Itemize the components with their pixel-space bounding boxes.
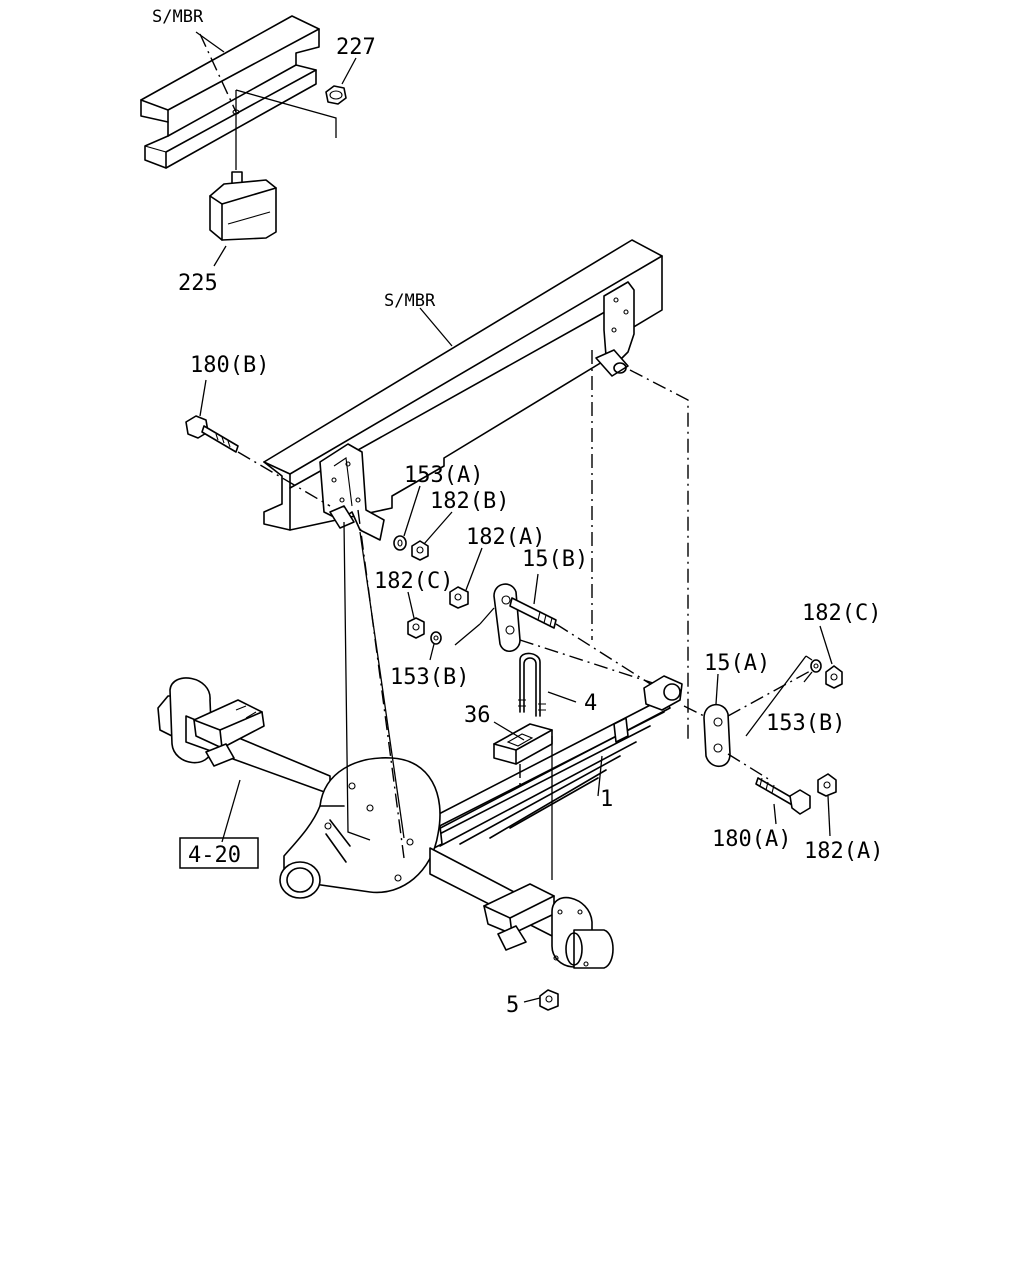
label-5: 5: [506, 993, 519, 1018]
shackle-15a: [703, 703, 731, 768]
label-36: 36: [464, 703, 491, 728]
label-4-20: 4-20: [188, 843, 241, 868]
spring-pad-36: [493, 723, 553, 765]
washer-153b-left: [430, 631, 442, 645]
reference-box-4-20: [179, 837, 259, 869]
label-15a: 15(A): [704, 651, 770, 676]
label-153b-left: 153(B): [390, 665, 469, 690]
rear-axle-housing: [157, 677, 614, 969]
label-182c-right: 182(C): [802, 601, 881, 626]
front-spring-hanger-bracket: [319, 443, 385, 541]
nut-182c-right: [825, 665, 843, 689]
nut-182c-left: [407, 617, 425, 639]
nut-182a-left: [449, 586, 469, 609]
label-182a-right: 182(A): [804, 839, 883, 864]
rear-shackle-bracket: [595, 281, 635, 377]
label-15b: 15(B): [522, 547, 588, 572]
nut-227: [325, 85, 347, 105]
nut-182b: [411, 540, 429, 561]
washer-153a: [393, 535, 407, 551]
u-bolt-4: [518, 652, 546, 717]
nut-182a-right: [817, 773, 837, 797]
nut-5: [539, 989, 559, 1011]
label-227: 227: [336, 35, 376, 60]
label-smbr-top: S/MBR: [152, 7, 204, 27]
label-153a: 153(A): [404, 463, 483, 488]
washer-153b-right: [810, 659, 822, 673]
label-182c-left: 182(C): [374, 569, 453, 594]
bolt-180a: [755, 777, 811, 815]
bolt-180b: [185, 415, 239, 453]
label-182b: 182(B): [430, 489, 509, 514]
label-180b: 180(B): [190, 353, 269, 378]
shackle-15b: [493, 583, 557, 652]
label-180a: 180(A): [712, 827, 791, 852]
label-smbr-main: S/MBR: [384, 291, 436, 311]
label-4: 4: [584, 691, 597, 716]
label-1: 1: [600, 787, 613, 812]
label-153b-right: 153(B): [766, 711, 845, 736]
side-member-fragment-top: [140, 15, 320, 169]
label-182a-left: 182(A): [466, 525, 545, 550]
bump-stopper-225: [209, 171, 277, 241]
label-225: 225: [178, 271, 218, 296]
